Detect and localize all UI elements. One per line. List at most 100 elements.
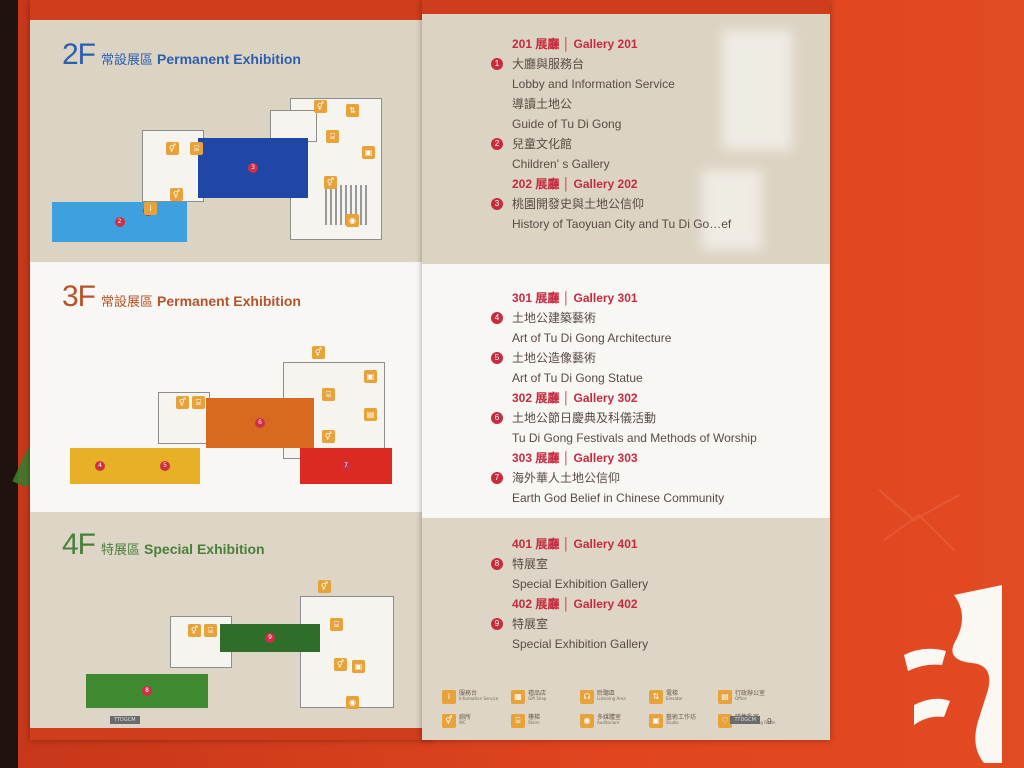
item-number-badge: 5 — [491, 352, 503, 364]
legend-label: 特展室 — [512, 557, 549, 571]
gallery-heading: 202 展廳 │ Gallery 202 — [512, 174, 731, 194]
legend-label: Art of Tu Di Gong Statue — [512, 371, 643, 385]
facility-label-zh: 藝術工作坊 — [666, 714, 697, 721]
legend-item: 2 兒童文化館 — [491, 134, 731, 154]
legend-label: 401 展廳 │ Gallery 401 — [512, 537, 638, 551]
map-zone-9: 9 — [220, 624, 320, 652]
gallery-heading: 402 展廳 │ Gallery 402 — [512, 594, 648, 614]
legend-label: 301 展廳 │ Gallery 301 — [512, 291, 638, 305]
legend-label: 302 展廳 │ Gallery 302 — [512, 391, 638, 405]
legend-text: Art of Tu Di Gong Architecture — [512, 328, 757, 348]
studio-icon: ▣ — [649, 714, 663, 728]
info-icon: i — [144, 202, 157, 215]
stairs-icon: ⌸ — [204, 624, 217, 637]
legend-item: 7 海外華人土地公信仰 — [491, 468, 757, 488]
legend-label: 海外華人土地公信仰 — [512, 471, 621, 485]
facility-label-en: Office — [735, 696, 747, 701]
stairs-icon: ⌸ — [330, 618, 343, 631]
stairs-icon: ⌸ — [326, 130, 339, 143]
legend-label: Lobby and Information Service — [512, 77, 675, 91]
legend-label: 兒童文化館 — [512, 137, 573, 151]
facility-label-zh: 樓梯 — [528, 714, 541, 721]
map-zone-2: 2 — [52, 202, 187, 242]
map-zone-7: 7 — [300, 448, 392, 484]
legend-label: 202 展廳 │ Gallery 202 — [512, 177, 638, 191]
floor-number: 2F — [62, 38, 96, 71]
listening-area-icon: ☊ — [580, 690, 594, 704]
cover-pattern — [878, 489, 960, 551]
light-glare — [722, 30, 792, 150]
facility-label-en: Listening Area — [597, 696, 626, 701]
item-number-badge: 4 — [491, 312, 503, 324]
gallery-heading: 201 展廳 │ Gallery 201 — [512, 34, 731, 54]
legend-label: 桃園開發史與土地公信仰 — [512, 197, 645, 211]
light-glare — [702, 170, 762, 250]
facility-label-zh: 多媒體室 — [597, 714, 622, 721]
auditorium-icon: ◉ — [580, 714, 594, 728]
legend-text: History of Taoyuan City and Tu Di Go…ef — [512, 214, 731, 234]
legend-label: 402 展廳 │ Gallery 402 — [512, 597, 638, 611]
item-number-badge: 7 — [491, 472, 503, 484]
page-number: 9 — [766, 717, 772, 726]
office-icon: ▤ — [718, 690, 732, 704]
item-number-badge: 2 — [491, 138, 503, 150]
map-zone-6: 6 — [206, 398, 314, 448]
legend-text: Special Exhibition Gallery — [512, 574, 648, 594]
item-number-badge: 6 — [491, 412, 503, 424]
item-number-badge: 3 — [491, 198, 503, 210]
legend-text: Special Exhibition Gallery — [512, 634, 648, 654]
legend-4f-panel — [422, 518, 830, 740]
legend-text: Guide of Tu Di Gong — [512, 114, 731, 134]
legend-label: Children' s Gallery — [512, 157, 610, 171]
right-footer-tag: TTDGCM — [730, 716, 760, 724]
item-number-badge: 1 — [491, 58, 503, 70]
floor-number: 4F — [62, 528, 96, 561]
legend-label: Earth God Belief in Chinese Community — [512, 491, 725, 505]
calligraphy-character — [904, 585, 1002, 763]
elevator-icon: ⇅ — [346, 104, 359, 117]
legend-label: 導讀土地公 — [512, 97, 573, 111]
legend-label: Art of Tu Di Gong Architecture — [512, 331, 672, 345]
floor-2f-map: 3 2 1 ⚥ ⌸ ⚥ i ⚥ ⇅ ⌸ ▣ ⚥ ◉ — [50, 90, 400, 250]
wc-icon: ⚥ — [324, 176, 337, 189]
wc-icon: ⚥ — [442, 714, 456, 728]
legend-text: Tu Di Gong Festivals and Methods of Wors… — [512, 428, 757, 448]
wc-icon: ⚥ — [176, 396, 189, 409]
map-zone-3: 3 — [198, 138, 308, 198]
floor-3f-map: 6 4 5 7 ⚥ ▣ ⌸ ▤ ⚥ ⚥ ⌸ — [68, 342, 398, 492]
facility-label-zh: 廁所 — [459, 714, 472, 721]
facility-label-en: Elevator — [666, 696, 683, 701]
legend-label: 土地公節日慶典及科儀活動 — [512, 411, 657, 425]
floor-number: 3F — [62, 280, 96, 313]
legend-label: Guide of Tu Di Gong — [512, 117, 622, 131]
map-zone-5: 5 — [130, 448, 200, 484]
floor-zone-zh: 常設展區 — [101, 52, 154, 67]
facility-label-zh: 電梯 — [666, 690, 679, 697]
facility-label-en: Information Service — [459, 696, 499, 701]
floor-zone-en: Special Exhibition — [144, 541, 265, 557]
legend-label: Special Exhibition Gallery — [512, 637, 649, 651]
legend-label: 303 展廳 │ Gallery 303 — [512, 451, 638, 465]
wc-icon: ⚥ — [188, 624, 201, 637]
stairs-icon: ⌸ — [322, 388, 335, 401]
legend-text: 導讀土地公 — [512, 94, 731, 114]
auditorium-icon: ◉ — [346, 696, 359, 709]
facility-label-zh: 服務台 — [459, 690, 478, 697]
map-zone-4: 4 — [70, 448, 130, 484]
wc-icon: ⚥ — [322, 430, 335, 443]
facility-label-zh: 聆聽區 — [597, 690, 616, 697]
wc-icon: ⚥ — [166, 142, 179, 155]
